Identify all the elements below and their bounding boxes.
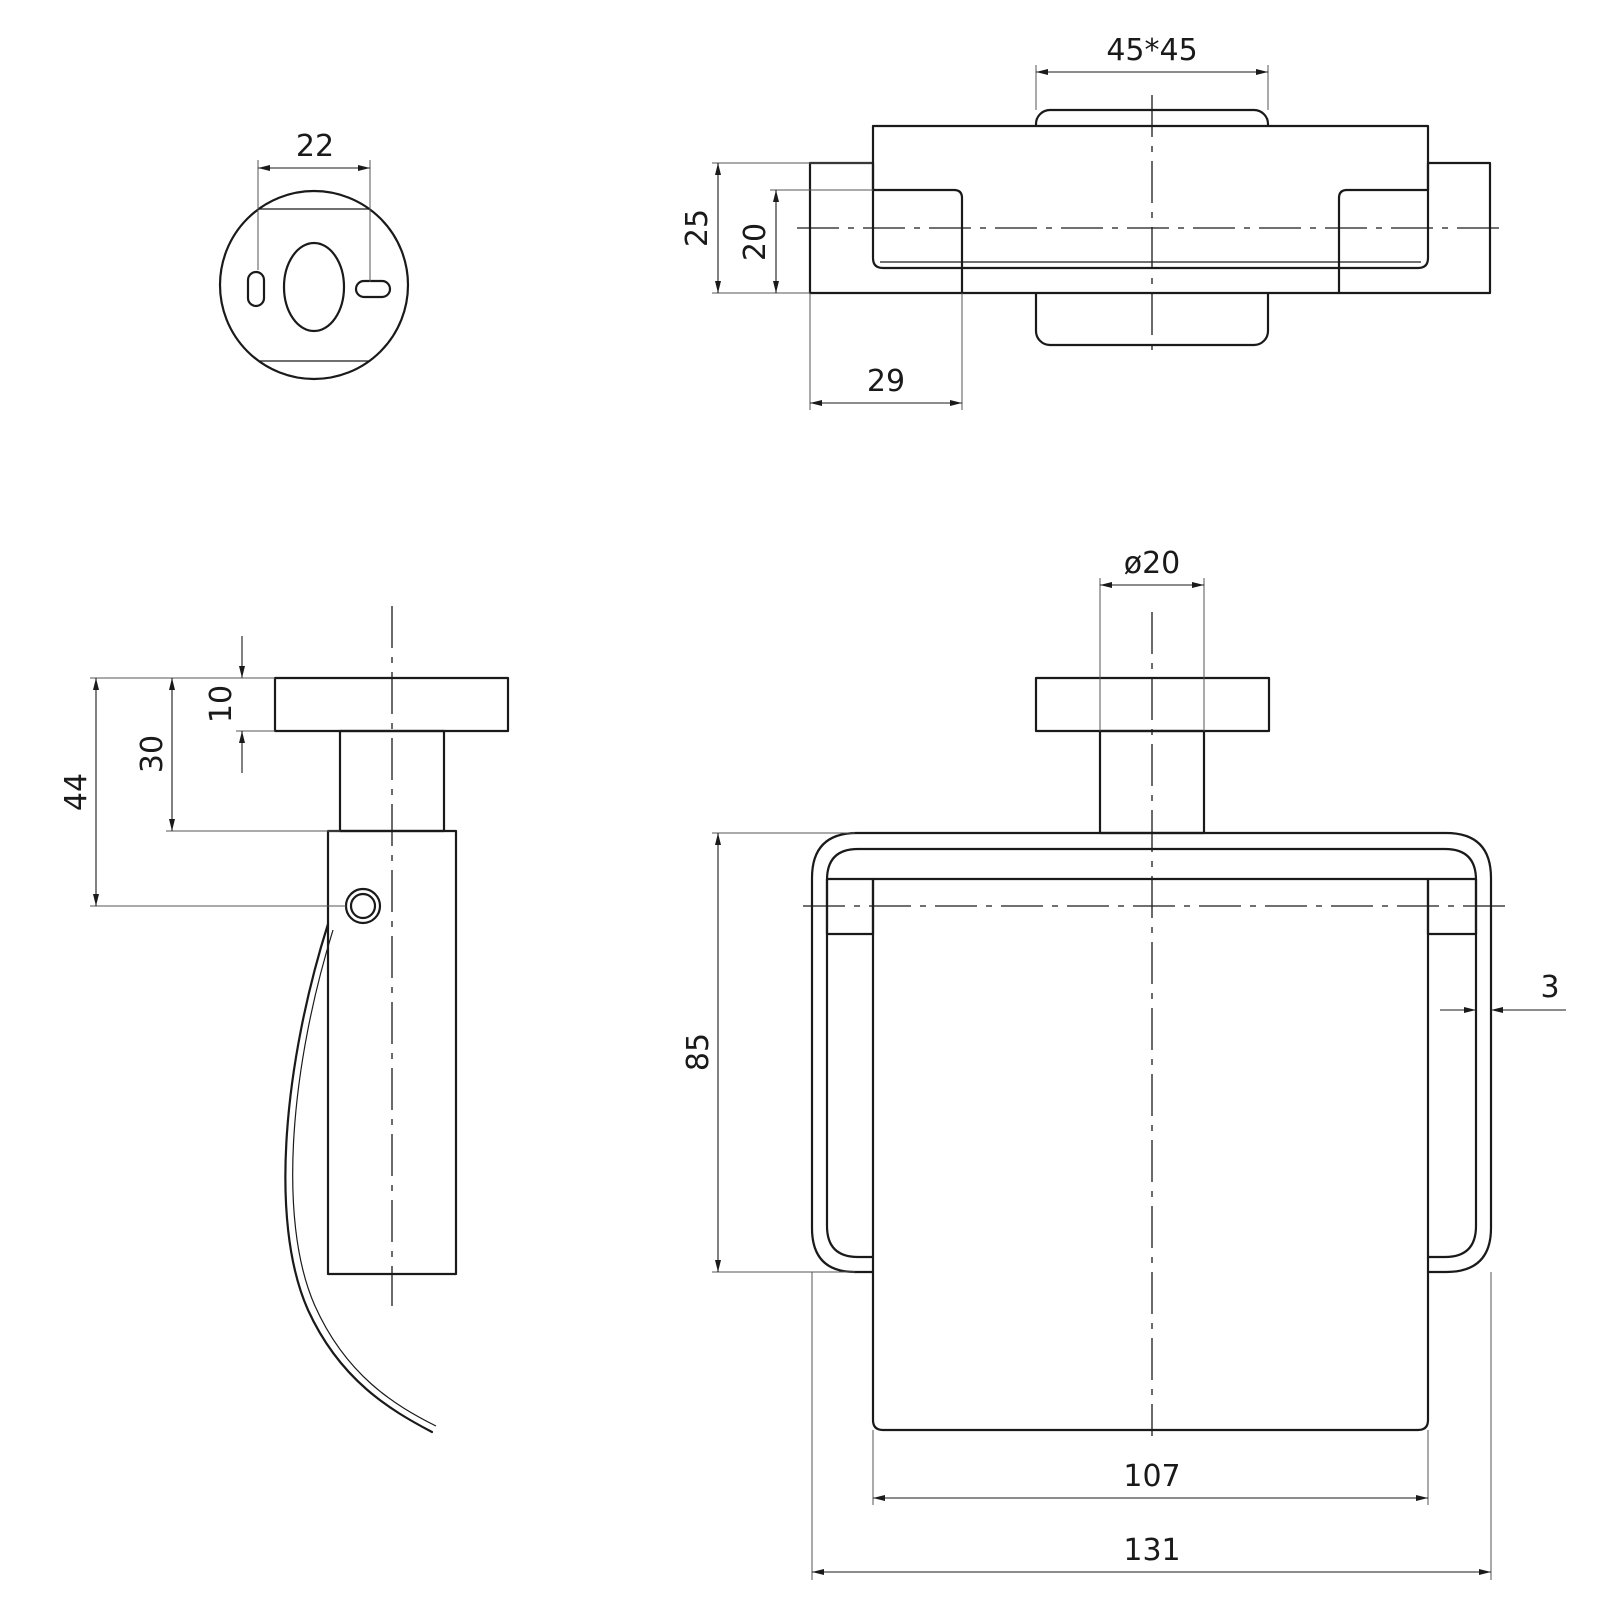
top-arm-right [1337,161,1430,295]
dim-label-29: 29 [867,364,905,399]
side-curved-flap-inner [292,929,437,1427]
rosette-center-hole [282,241,346,333]
rosette-outline [218,189,410,381]
top-arm-left [871,161,964,295]
side-view: 10 30 44 [59,606,510,1434]
dim-label-30: 30 [135,735,170,773]
top-flap-body [871,124,1430,270]
dim-label-20: 20 [738,223,773,261]
dim-label-10: 10 [204,685,239,723]
rosette-slot-left [246,270,266,308]
dim-label-131: 131 [1123,1533,1180,1568]
top-view: 45*45 25 20 29 [680,33,1503,410]
dim-label-d20: ø20 [1124,546,1181,581]
side-curved-flap [284,922,434,1434]
dim-label-44: 44 [59,773,94,811]
side-pivot-inner [349,892,377,920]
rosette-view: 22 [218,129,410,381]
dim-label-107: 107 [1123,1459,1180,1494]
dim-label-85: 85 [681,1033,716,1071]
dim-label-25: 25 [680,209,715,247]
dim-label-45x45: 45*45 [1106,33,1197,68]
dim-label-3: 3 [1540,970,1559,1005]
front-view: ø20 85 3 107 131 [681,546,1566,1580]
dim-label-22: 22 [296,129,334,164]
rosette-slot-right [354,279,392,299]
front-flap [871,877,1430,1432]
